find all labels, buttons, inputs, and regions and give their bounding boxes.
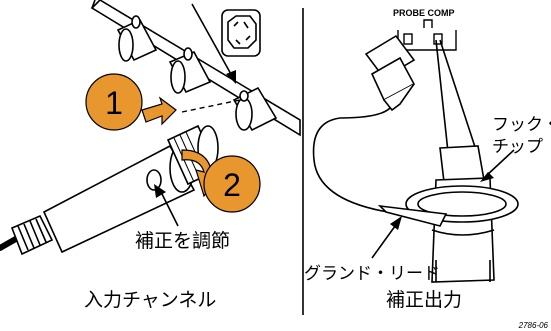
insert-direction-arrow: [191, 3, 236, 84]
push-arrow: [141, 96, 177, 126]
bnc-connector-3: [232, 86, 278, 132]
figure-id: 2786-06: [518, 321, 549, 330]
right-panel: PROBE COMP: [304, 8, 551, 330]
hook-tip-pointer: [480, 149, 515, 182]
step-1-number: 1: [105, 85, 123, 121]
ground-lead-pointer: [371, 216, 402, 259]
bnc-connector-1: [116, 15, 158, 62]
ground-lead-wire: [312, 107, 391, 213]
alignment-dashed-line: [181, 99, 241, 113]
left-panel: 1 2 補正を調節 入力チャンネル: [0, 0, 301, 311]
adjust-pointer-arrow: [154, 184, 179, 227]
probe-comp-terminals: [397, 19, 457, 51]
bnc-end-view: [221, 9, 261, 57]
step-2-callout: 2: [203, 155, 261, 213]
probe-comp-label: PROBE COMP: [393, 8, 455, 18]
compensation-output-caption: 補正出力: [386, 289, 462, 311]
probe-with-hook: [405, 39, 519, 283]
step-1-callout: 1: [85, 73, 143, 131]
hook-tip-label-line1: フック・: [492, 115, 551, 135]
ground-clip: [364, 34, 416, 112]
ground-lead-label: グランド・リード: [304, 264, 440, 284]
input-channel-caption: 入力チャンネル: [84, 289, 216, 311]
hook-tip-label-line2: チップ: [492, 137, 543, 157]
step-2-number: 2: [223, 167, 241, 203]
ground-lead-connector: [377, 204, 448, 227]
adjust-compensation-label: 補正を調節: [135, 230, 230, 252]
bnc-connector-2: [168, 47, 212, 94]
